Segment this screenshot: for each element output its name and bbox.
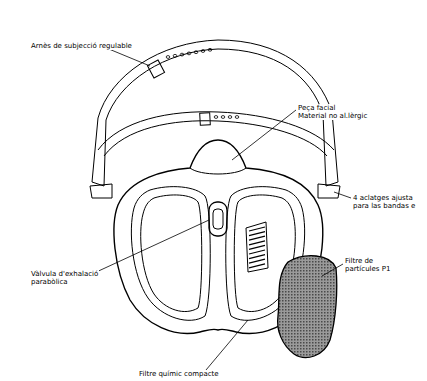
strap-hole [221, 116, 225, 119]
strap-clip [90, 184, 112, 198]
strap-hole [201, 50, 205, 53]
left-cup-inner [141, 195, 202, 312]
leader-line [232, 110, 296, 160]
strap-hole [180, 53, 184, 56]
strap-hole [214, 116, 218, 119]
strap-clip [318, 184, 340, 198]
callout-label: Material no al.lèrgic [297, 112, 368, 120]
grill-slat [249, 236, 265, 240]
side-strap [92, 118, 106, 186]
callout-label: Vàlvula d'exhalació [30, 270, 99, 278]
exhalation-valve-inner [213, 209, 223, 229]
head-strap [106, 49, 323, 120]
left-cup [131, 187, 210, 321]
grill-slat [249, 241, 265, 245]
strap-hole [194, 51, 198, 54]
callout-label: para las bandas e [352, 202, 416, 210]
grill-slat [249, 227, 265, 231]
neck-strap [104, 121, 327, 156]
callout-label: Filtre químic compacte [138, 370, 220, 378]
callout-label: Peça facial [297, 104, 336, 112]
chemical-filter [246, 222, 268, 272]
strap-hole [235, 116, 239, 119]
strap-hole [228, 116, 232, 119]
face-piece-fold [190, 168, 246, 174]
callout-label: partícules P1 [344, 265, 391, 273]
grill-slat [249, 250, 265, 254]
strap-buckle [147, 60, 164, 78]
grill-slat [249, 255, 265, 259]
callout-label: parabòlica [30, 278, 69, 286]
callout-label: Filtre de [344, 257, 374, 265]
particle-filter [278, 256, 337, 358]
strap-hole [187, 52, 191, 55]
leader-line [92, 220, 209, 274]
strap-hole [208, 48, 212, 51]
side-strap [323, 112, 338, 186]
exhalation-valve [209, 202, 227, 236]
leader-line [206, 320, 248, 370]
grill-slat [249, 232, 265, 236]
leader-line [334, 192, 351, 198]
grill-slat [249, 245, 265, 249]
strap-buckle [200, 113, 211, 126]
callout-label: Arnès de subjecció regulable [30, 42, 133, 50]
grill-slat [249, 259, 265, 263]
grill-slat [249, 264, 265, 268]
leader-line [322, 264, 343, 276]
strap-hole [166, 56, 170, 59]
strap-hole [173, 54, 177, 57]
callout-label: 4 aclatges ajusta [352, 194, 414, 202]
